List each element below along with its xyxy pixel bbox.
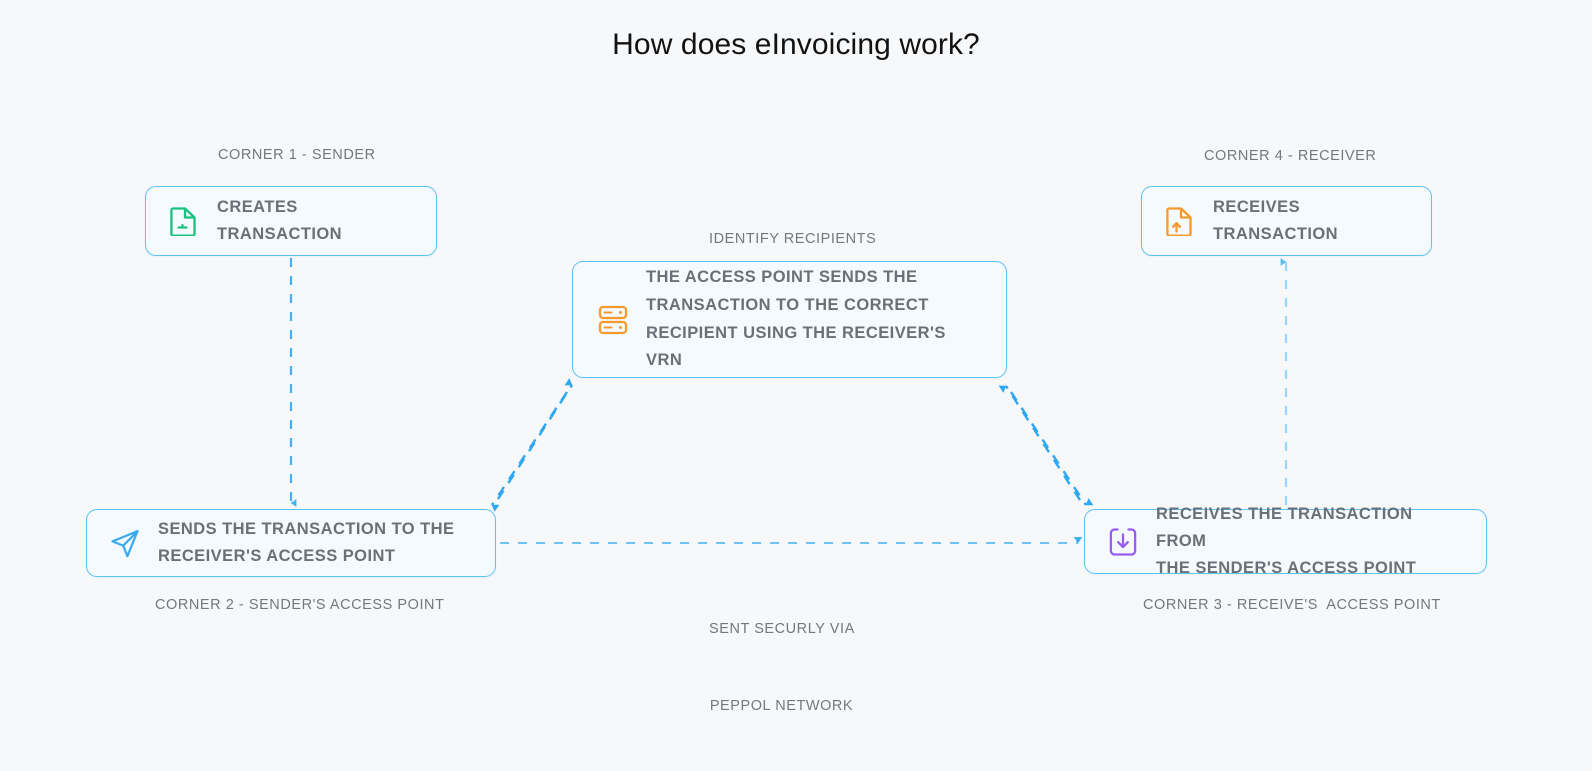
node-corner1-creates-transaction[interactable]: CREATES TRANSACTION [145,186,437,256]
file-upload-icon [1164,205,1196,237]
caption-corner2: CORNER 2 - SENDER'S ACCESS POINT [155,597,445,613]
node-center-label: THE ACCESS POINT SENDS THE TRANSACTION T… [646,268,946,370]
diagram-canvas: How does eInvoicing work? [86,28,1487,714]
node-center-access-point[interactable]: THE ACCESS POINT SENDS THE TRANSACTION T… [572,261,1007,378]
node-corner3-label: RECEIVES THE TRANSACTION FROM THE SENDER… [1156,505,1417,577]
connector-corner2-to-center [491,378,574,512]
connector-center-to-corner3 [998,385,1094,506]
node-corner4-receives-transaction[interactable]: RECEIVES TRANSACTION [1141,186,1432,256]
caption-identify-recipients: IDENTIFY RECIPIENTS [709,231,877,247]
download-inbox-icon [1107,526,1139,558]
caption-peppol-network: SENT SECURLY VIA PEPPOL NETWORK [709,565,854,771]
page-title: How does eInvoicing work? [612,28,980,61]
node-corner2-sends-transaction[interactable]: SENDS THE TRANSACTION TO THE RECEIVER'S … [86,509,496,577]
node-corner1-label: CREATES TRANSACTION [217,198,343,243]
caption-corner1: CORNER 1 - SENDER [218,147,376,163]
caption-corner3: CORNER 3 - RECEIVE'S ACCESS POINT [1143,597,1441,613]
node-corner4-label: RECEIVES TRANSACTION [1213,198,1339,243]
file-document-icon [168,205,200,237]
send-paper-plane-icon [109,527,141,559]
caption-peppol-line1: SENT SECURLY VIA [709,620,855,637]
caption-peppol-line2: PEPPOL NETWORK [709,697,854,714]
node-corner3-receives-transaction[interactable]: RECEIVES THE TRANSACTION FROM THE SENDER… [1084,505,1487,577]
node-corner2-label: SENDS THE TRANSACTION TO THE RECEIVER'S … [158,520,455,565]
caption-corner4: CORNER 4 - RECEIVER [1204,148,1377,164]
server-rack-icon [597,304,629,336]
